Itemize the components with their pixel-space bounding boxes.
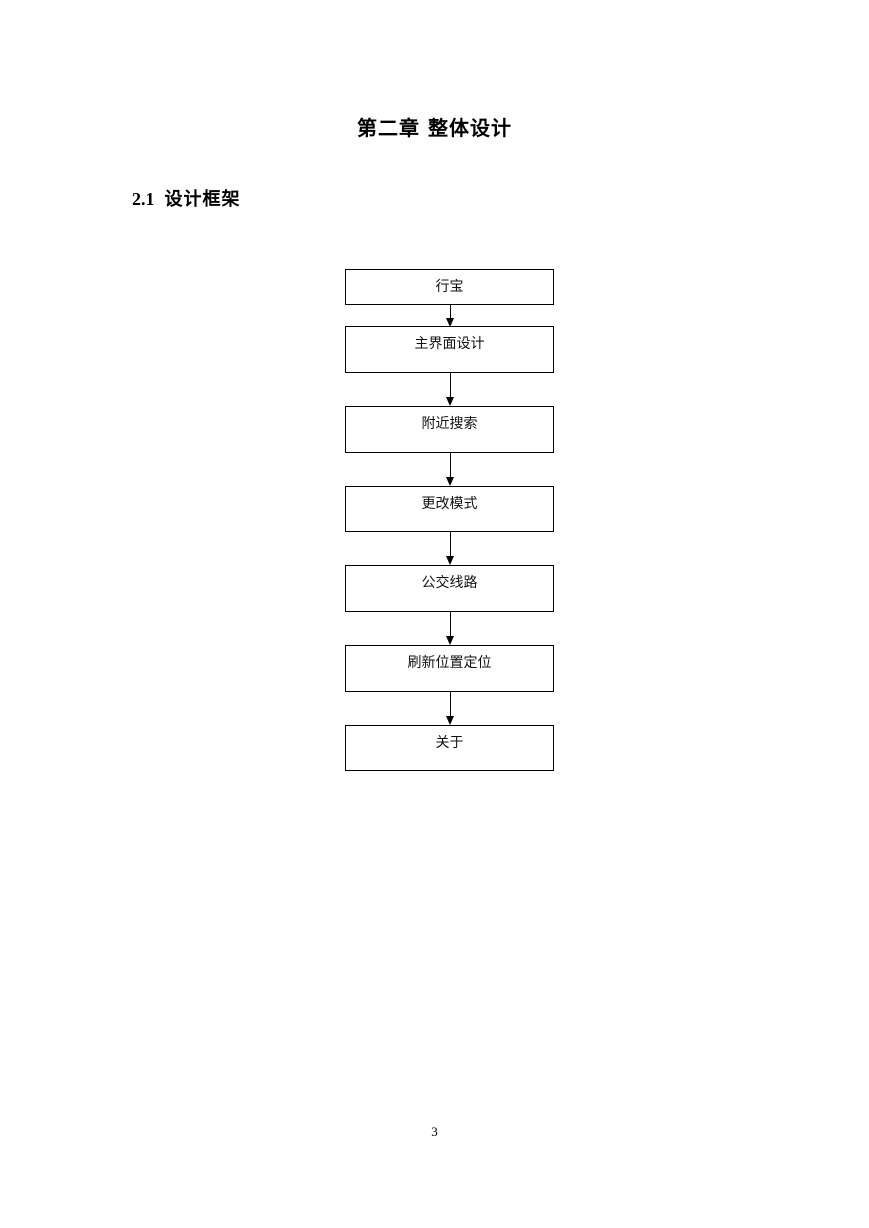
flow-connector bbox=[450, 453, 451, 478]
section-heading: 2.1 设计框架 bbox=[132, 186, 241, 213]
chapter-title: 第二章 整体设计 bbox=[357, 116, 512, 140]
flow-node-label: 主界面设计 bbox=[414, 336, 485, 352]
flow-node-app: 行宝 bbox=[345, 269, 554, 305]
flow-connector bbox=[450, 373, 451, 398]
arrow-down-icon bbox=[446, 318, 454, 327]
arrow-down-icon bbox=[446, 556, 454, 565]
flow-node-change-mode: 更改模式 bbox=[345, 486, 554, 532]
arrow-down-icon bbox=[446, 716, 454, 725]
flow-connector bbox=[450, 532, 451, 557]
flow-node-main-ui: 主界面设计 bbox=[345, 326, 554, 373]
flow-node-label: 附近搜索 bbox=[421, 416, 478, 432]
flow-node-label: 行宝 bbox=[435, 279, 464, 295]
page-number: 3 bbox=[431, 1124, 438, 1139]
flow-node-nearby-search: 附近搜索 bbox=[345, 406, 554, 453]
arrow-down-icon bbox=[446, 636, 454, 645]
flow-connector bbox=[450, 612, 451, 637]
flow-node-label: 公交线路 bbox=[421, 575, 478, 591]
flow-node-about: 关于 bbox=[345, 725, 554, 771]
flow-node-bus-routes: 公交线路 bbox=[345, 565, 554, 612]
flow-node-label: 刷新位置定位 bbox=[407, 655, 492, 671]
flow-node-refresh-location: 刷新位置定位 bbox=[345, 645, 554, 692]
arrow-down-icon bbox=[446, 477, 454, 486]
flow-node-label: 更改模式 bbox=[421, 496, 478, 512]
flow-connector bbox=[450, 305, 451, 318]
flow-node-label: 关于 bbox=[435, 735, 464, 751]
arrow-down-icon bbox=[446, 397, 454, 406]
section-title: 设计框架 bbox=[164, 189, 241, 210]
section-number: 2.1 bbox=[132, 189, 155, 209]
flow-connector bbox=[450, 692, 451, 717]
